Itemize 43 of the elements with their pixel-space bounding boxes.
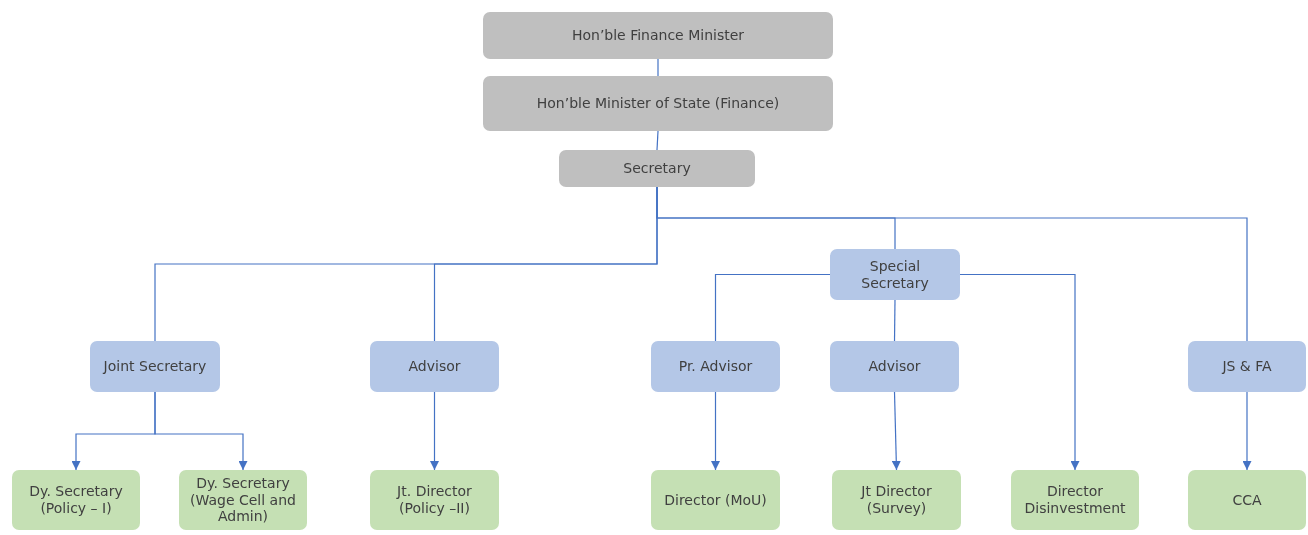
org-box	[370, 341, 499, 392]
role-label: Hon’ble Minister of State (Finance)	[536, 95, 780, 112]
role-label: Advisor	[868, 358, 921, 375]
role-label: JS & FA	[1222, 358, 1272, 375]
role-label: Director (MoU)	[664, 491, 767, 509]
org-box	[830, 341, 959, 392]
org-box	[483, 76, 833, 131]
org-box	[179, 470, 307, 530]
role-label: Hon’ble Finance Minister	[571, 27, 745, 44]
role-label: CCA	[1232, 491, 1262, 509]
role-label: Special Secretary	[860, 258, 930, 291]
connector-line	[959, 273, 1080, 471]
org-box	[832, 470, 961, 530]
role-label: Director Disinvestment	[1023, 483, 1127, 517]
connector-line	[1242, 391, 1252, 471]
connector-line	[714, 273, 831, 342]
org-box	[12, 470, 140, 530]
role-label: Pr. Advisor	[678, 358, 753, 375]
connector-line	[154, 391, 248, 471]
role-label: Advisor	[408, 358, 461, 375]
connector-line	[656, 130, 659, 151]
role-label: Dy. Secretary (Wage Cell and Admin)	[189, 475, 297, 525]
connector-line	[656, 186, 1248, 342]
org-box	[559, 150, 755, 187]
org-box	[651, 341, 780, 392]
role-label: Dy. Secretary (Policy – I)	[28, 483, 124, 517]
org-box	[90, 341, 220, 392]
org-box	[1188, 341, 1306, 392]
org-box	[651, 470, 780, 530]
org-box	[483, 12, 833, 59]
org-box	[1011, 470, 1139, 530]
role-label: Secretary	[623, 160, 691, 177]
connector-line	[657, 58, 659, 77]
role-label: Joint Secretary	[103, 358, 207, 375]
org-box	[830, 249, 960, 300]
role-label: Jt. Director (Policy –II)	[395, 483, 473, 517]
connector-line	[893, 299, 896, 342]
org-box	[1188, 470, 1306, 530]
connector-line	[891, 391, 901, 471]
role-label: Jt Director (Survey)	[859, 483, 933, 517]
connector-line	[711, 391, 720, 471]
org-box	[370, 470, 499, 530]
connector-line	[430, 391, 439, 471]
